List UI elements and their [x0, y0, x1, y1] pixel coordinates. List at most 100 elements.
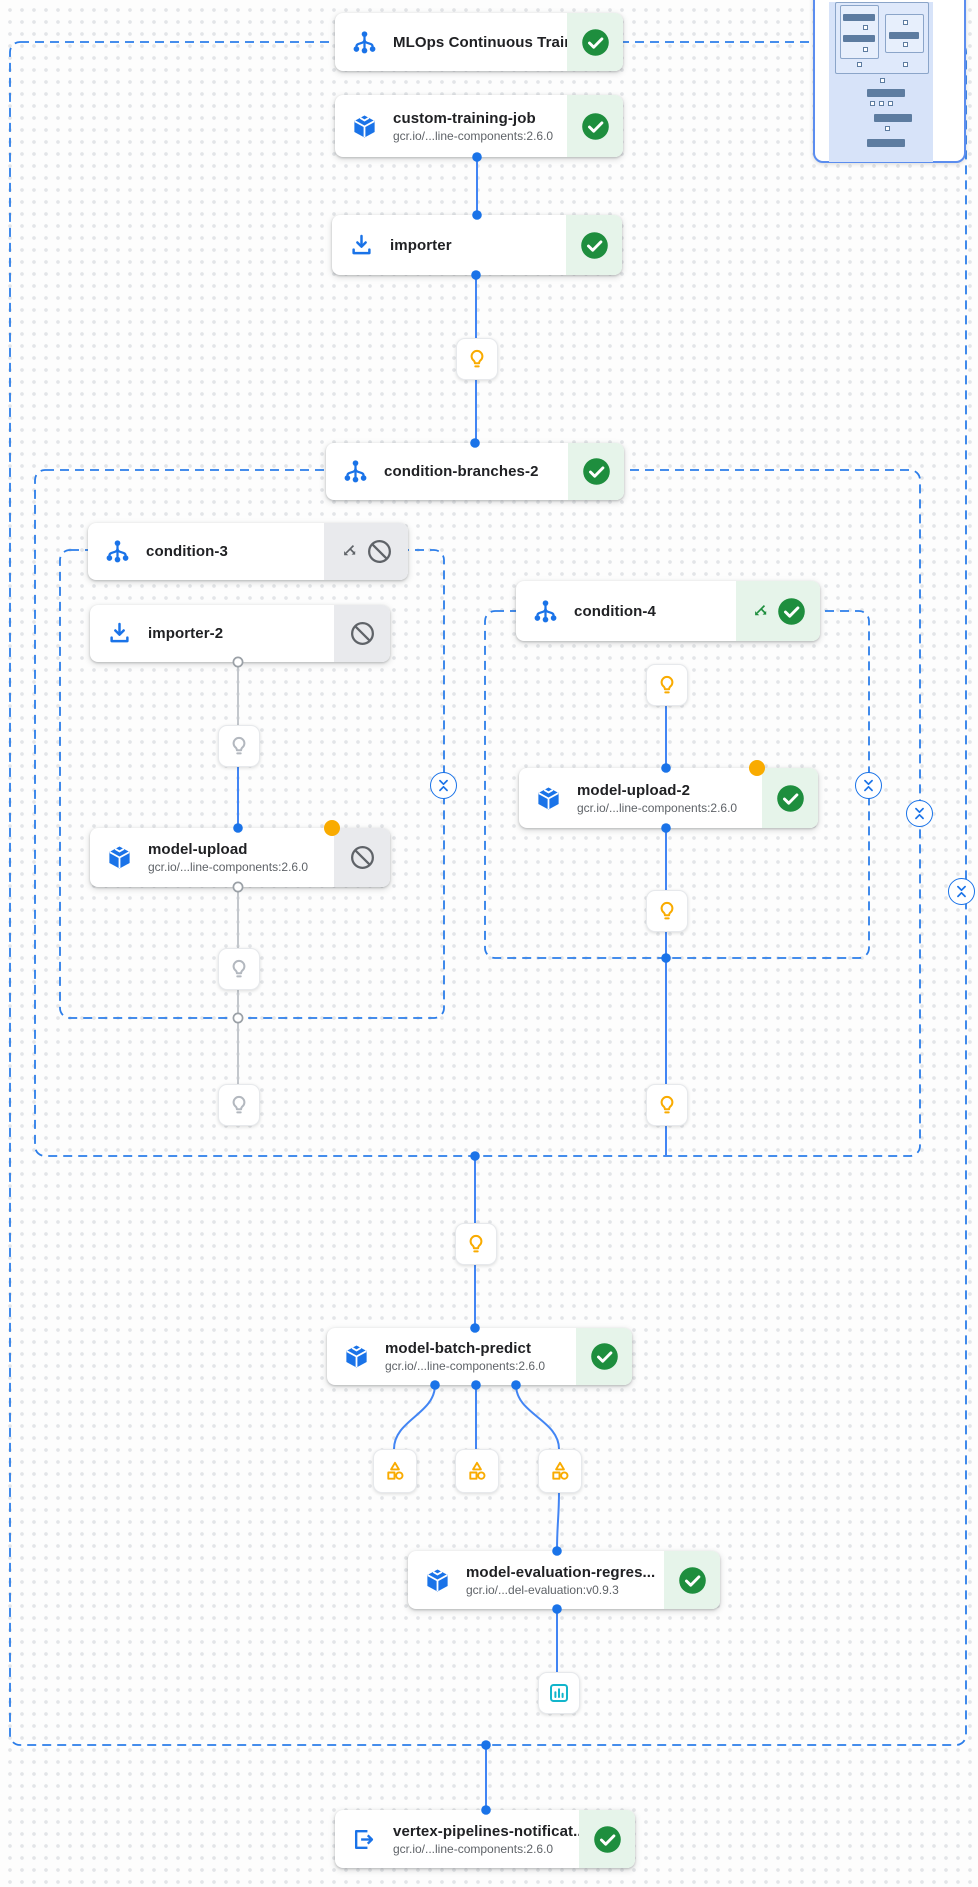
metrics-artifact-node[interactable] [455, 1449, 499, 1493]
lightbulb-icon [655, 673, 679, 697]
pending-output-dot [749, 760, 765, 776]
node-model-batch-predict[interactable]: model-batch-predict gcr.io/...line-compo… [327, 1328, 632, 1385]
node-subtitle: gcr.io/...line-components:2.6.0 [148, 860, 309, 874]
node-title: model-upload-2 [577, 781, 691, 799]
minimap-node [843, 14, 875, 21]
skipped-icon [349, 620, 376, 647]
node-custom-training-job[interactable]: custom-training-job gcr.io/...line-compo… [335, 95, 623, 157]
status-badge [567, 95, 623, 157]
node-model-upload-2[interactable]: model-upload-2 gcr.io/...line-components… [519, 760, 818, 828]
minimap-artifact [903, 42, 908, 47]
minimap-artifact [857, 62, 862, 67]
node-subtitle: gcr.io/...line-components:2.6.0 [577, 800, 738, 815]
branch-split-icon [751, 602, 770, 621]
lightbulb-icon [655, 1093, 679, 1117]
node-title: custom-training-job [393, 109, 536, 127]
pipeline-branch-icon [532, 598, 559, 625]
node-model-evaluation-regression[interactable]: model-evaluation-regres... gcr.io/...del… [408, 1551, 720, 1609]
minimap-artifact [863, 25, 868, 30]
component-cube-icon [343, 1343, 370, 1370]
check-success-icon [581, 112, 610, 141]
node-importer-2[interactable]: importer-2 [90, 605, 390, 662]
collapse-condition-3-button[interactable] [430, 772, 457, 799]
node-title: model-upload [148, 841, 248, 858]
node-model-upload[interactable]: model-upload gcr.io/...line-components:2… [90, 820, 390, 887]
bar-chart-icon [547, 1681, 571, 1705]
minimap-node [874, 114, 912, 122]
artifact-node[interactable] [455, 1223, 497, 1265]
node-vertex-pipelines-notification[interactable]: vertex-pipelines-notificat... gcr.io/...… [335, 1810, 635, 1868]
collapse-condition-4-button[interactable] [855, 772, 882, 799]
minimap-artifact [885, 126, 890, 131]
artifact-node[interactable] [456, 338, 498, 380]
lightbulb-icon [465, 347, 489, 371]
check-success-icon [678, 1566, 707, 1595]
pipeline-branch-icon [104, 538, 131, 565]
metrics-icon [465, 1459, 489, 1483]
artifact-node[interactable] [218, 948, 260, 990]
collapse-pipeline-button[interactable] [948, 878, 975, 905]
node-condition-3[interactable]: condition-3 [88, 523, 408, 580]
collapse-condition-branches-2-button[interactable] [906, 800, 933, 827]
minimap-artifact [903, 62, 908, 67]
metrics-artifact-node[interactable] [538, 1449, 582, 1493]
metrics-icon [383, 1459, 407, 1483]
artifact-node[interactable] [646, 890, 688, 932]
pipeline-branch-icon [342, 458, 369, 485]
component-cube-icon [106, 844, 133, 871]
node-subtitle: gcr.io/...del-evaluation:v0.9.3 [466, 1582, 619, 1597]
pending-output-dot [324, 820, 340, 836]
node-importer[interactable]: importer [332, 215, 622, 275]
minimap[interactable] [813, 0, 966, 163]
check-success-icon [590, 1342, 619, 1371]
lightbulb-icon [227, 734, 251, 758]
status-badge [576, 1328, 632, 1385]
status-badge [762, 768, 818, 828]
artifact-node[interactable] [218, 1084, 260, 1126]
component-cube-icon [535, 785, 562, 812]
minimap-artifact [870, 101, 875, 106]
status-badge [334, 828, 390, 887]
node-title: model-evaluation-regres... [466, 1563, 656, 1581]
status-badge [567, 13, 623, 71]
artifact-node[interactable] [646, 664, 688, 706]
minimap-node [867, 139, 905, 147]
lightbulb-icon [227, 1093, 251, 1117]
component-cube-icon [351, 113, 378, 140]
check-success-icon [582, 457, 611, 486]
node-condition-branches-2[interactable]: condition-branches-2 [326, 443, 624, 500]
status-badge [736, 581, 820, 641]
node-subtitle: gcr.io/...line-components:2.6.0 [385, 1359, 546, 1373]
node-mlops-continuous-training[interactable]: MLOps Continuous Traini... [335, 13, 623, 71]
lightbulb-icon [655, 899, 679, 923]
status-badge [579, 1810, 635, 1868]
node-title: model-batch-predict [385, 1340, 532, 1357]
node-title: condition-3 [146, 543, 228, 560]
status-badge [664, 1551, 720, 1609]
minimap-node [889, 32, 919, 39]
metrics-icon [548, 1459, 572, 1483]
minimap-artifact [863, 47, 868, 52]
component-cube-icon [424, 1567, 451, 1594]
metrics-artifact-node[interactable] [373, 1449, 417, 1493]
minimap-artifact [888, 101, 893, 106]
check-success-icon [777, 597, 806, 626]
branch-split-icon [340, 542, 359, 561]
importer-download-icon [106, 620, 133, 647]
artifact-node[interactable] [218, 725, 260, 767]
node-title: condition-4 [574, 602, 656, 620]
skipped-icon [366, 538, 393, 565]
node-title: importer [390, 236, 452, 254]
pipeline-branch-icon [351, 29, 378, 56]
analysis-artifact-node[interactable] [538, 1672, 580, 1714]
lightbulb-icon [464, 1232, 488, 1256]
artifact-node[interactable] [646, 1084, 688, 1126]
minimap-artifact [903, 20, 908, 25]
node-condition-4[interactable]: condition-4 [516, 581, 820, 641]
minimap-node [843, 35, 875, 42]
status-badge [334, 605, 390, 662]
minimap-artifact [879, 101, 884, 106]
node-subtitle: gcr.io/...line-components:2.6.0 [393, 1841, 554, 1856]
lightbulb-icon [227, 957, 251, 981]
